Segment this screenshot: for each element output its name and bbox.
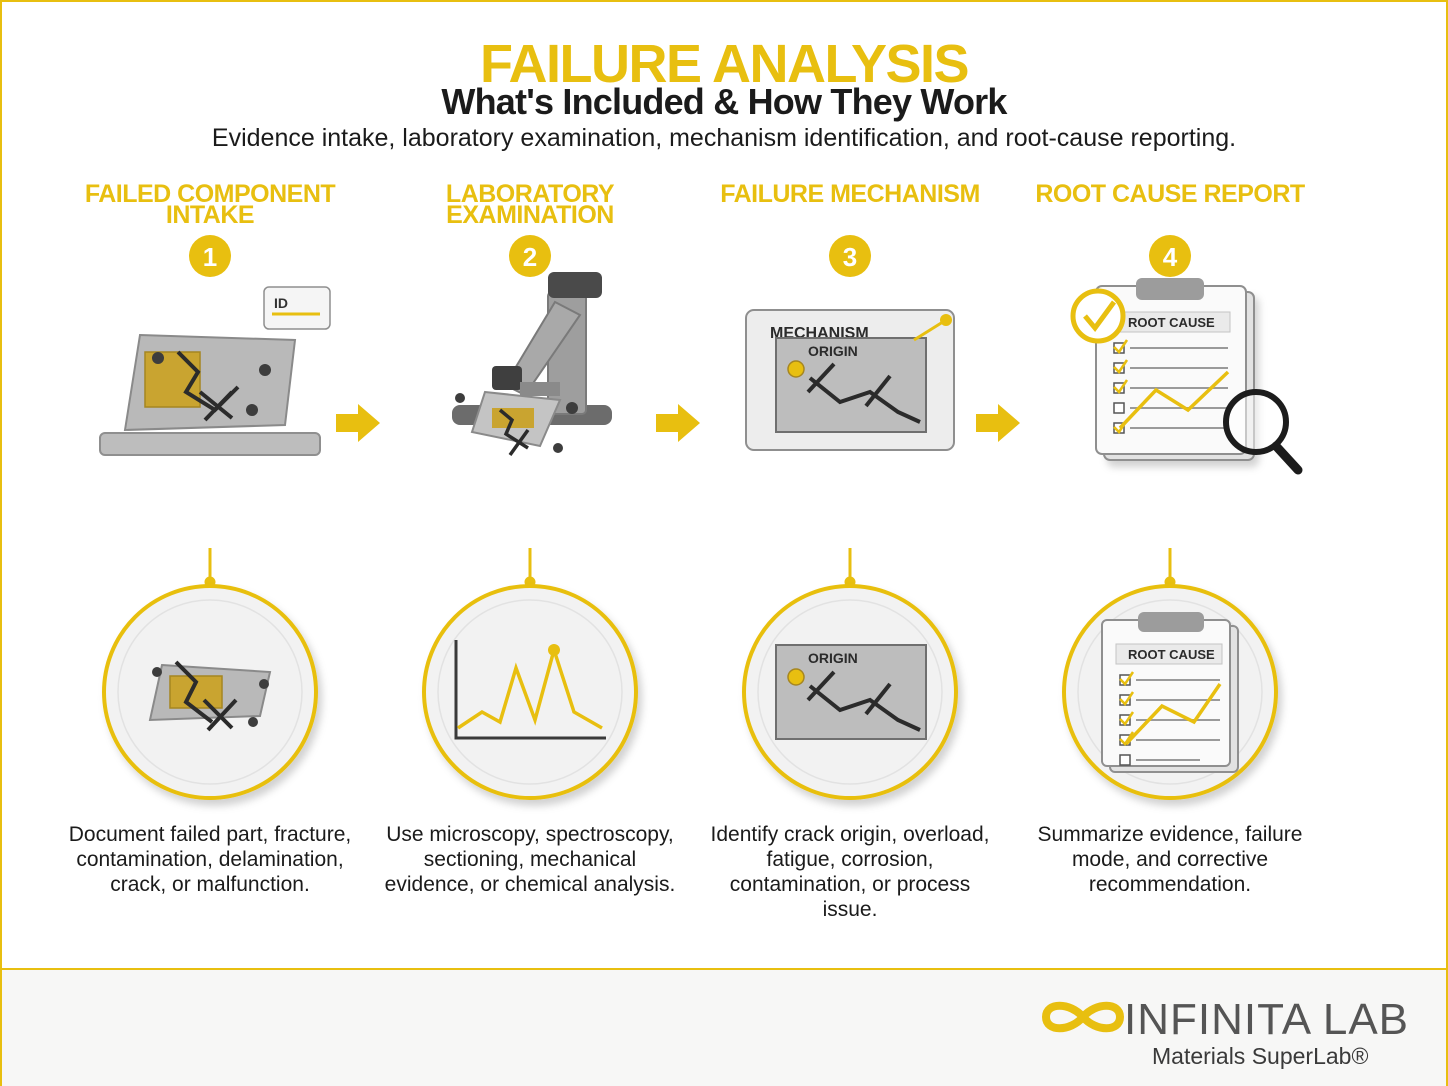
page-description: Evidence intake, laboratory examination,…	[211, 124, 1237, 152]
detail-circle-origin: ORIGIN	[742, 584, 958, 800]
page-subtitle: What's Included & How They Work	[441, 81, 1007, 122]
svg-text:3: 3	[843, 242, 857, 272]
detail-circle-component	[102, 584, 318, 800]
step-3-description: Identify crack origin, overload, fatigue…	[710, 823, 990, 921]
brand-name: INFINITA LAB	[1124, 995, 1410, 1044]
microscope-illustration	[452, 272, 612, 457]
svg-text:4: 4	[1163, 242, 1178, 272]
magnifier-icon	[1223, 389, 1303, 475]
svg-text:ORIGIN: ORIGIN	[808, 650, 858, 666]
svg-text:ID: ID	[274, 295, 288, 311]
step-2-description: Use microscopy, spectroscopy, sectioning…	[384, 823, 676, 896]
arrow-icon	[656, 404, 700, 442]
root-cause-report-illustration: ROOT CAUSE	[1070, 278, 1303, 475]
svg-text:ROOT CAUSE: ROOT CAUSE	[1128, 647, 1215, 662]
svg-text:ORIGIN: ORIGIN	[808, 343, 858, 359]
step-1-description: Document failed part, fracture, contamin…	[68, 823, 352, 896]
svg-text:ROOT CAUSE: ROOT CAUSE	[1128, 315, 1215, 330]
id-tag	[263, 286, 331, 330]
connector-lines	[204, 548, 1176, 588]
page-title: FAILURE ANALYSIS	[479, 34, 970, 94]
detail-circle-report: ROOT CAUSE	[1062, 584, 1278, 800]
brand-tagline: Materials SuperLab®	[1152, 1043, 1369, 1069]
mechanism-panel-illustration: MECHANISM ORIGIN	[745, 309, 955, 451]
infinity-logo-icon	[1041, 1001, 1125, 1033]
svg-text:1: 1	[203, 242, 217, 272]
failed-component-illustration: ID	[99, 286, 331, 456]
detail-circle-spectrum	[422, 584, 638, 800]
step-4-badge: 4	[1149, 235, 1191, 277]
arrow-icon	[976, 404, 1020, 442]
arrow-icon	[336, 404, 380, 442]
step-3-badge: 3	[829, 235, 871, 277]
step-3-title: FAILURE MECHANISM	[720, 180, 980, 208]
step-4-description: Summarize evidence, failure mode, and co…	[1037, 823, 1303, 896]
checkmark-icon	[1070, 288, 1126, 344]
step-2-badge: 2	[509, 235, 551, 277]
svg-text:2: 2	[523, 242, 537, 272]
footer-band	[2, 968, 1446, 1086]
step-4-title: ROOT CAUSE REPORT	[1035, 180, 1305, 208]
step-1-badge: 1	[189, 235, 231, 277]
